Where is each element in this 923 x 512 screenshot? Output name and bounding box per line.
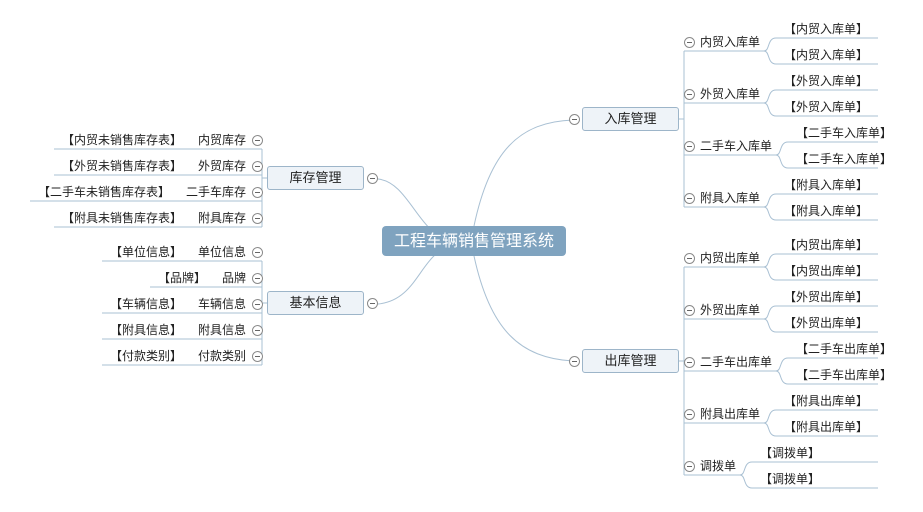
inbound-item-collapse-icon[interactable]	[684, 193, 695, 204]
connector-line	[763, 102, 777, 117]
inventory-leaf[interactable]: 【外贸未销售库存表】	[62, 159, 183, 173]
outbound-item-label[interactable]: 内贸出库单	[700, 251, 761, 265]
root-to-inbound-line	[473, 119, 574, 227]
connector-line	[763, 409, 777, 424]
inventory-item-label[interactable]: 内贸库存	[197, 133, 246, 147]
inbound-collapse-icon[interactable]	[569, 114, 580, 125]
connector-line	[775, 370, 789, 385]
basic-leaf[interactable]: 【付款类别】	[110, 349, 183, 363]
inventory-leaf[interactable]: 【内贸未销售库存表】	[62, 133, 183, 147]
inbound-item-label[interactable]: 外贸入库单	[700, 87, 761, 101]
basic-topic[interactable]: 基本信息	[267, 291, 364, 315]
connector-line	[739, 461, 753, 476]
basic-item-label[interactable]: 品牌	[221, 271, 246, 285]
inventory-item-collapse-icon[interactable]	[252, 213, 263, 224]
inbound-leaf[interactable]: 【二手车入库单】	[796, 152, 893, 166]
outbound-item-label[interactable]: 调拨单	[700, 459, 737, 473]
inbound-leaf[interactable]: 【外贸入库单】	[784, 74, 869, 88]
basic-item-label[interactable]: 付款类别	[197, 349, 246, 363]
outbound-item-collapse-icon[interactable]	[684, 409, 695, 420]
outbound-leaf[interactable]: 【调拨单】	[760, 472, 821, 486]
inventory-item-label[interactable]: 外贸库存	[197, 159, 246, 173]
connector-line	[775, 357, 789, 372]
connector-line	[763, 193, 777, 208]
inbound-leaf[interactable]: 【内贸入库单】	[784, 22, 869, 36]
outbound-topic[interactable]: 出库管理	[582, 349, 679, 373]
inbound-leaf[interactable]: 【内贸入库单】	[784, 48, 869, 62]
inbound-item-label[interactable]: 内贸入库单	[700, 35, 761, 49]
outbound-item-collapse-icon[interactable]	[684, 357, 695, 368]
basic-collapse-icon[interactable]	[367, 298, 378, 309]
connector-line	[775, 141, 789, 156]
outbound-collapse-icon[interactable]	[569, 356, 580, 367]
connector-line	[763, 50, 777, 65]
connector-line	[763, 318, 777, 333]
inventory-item-collapse-icon[interactable]	[252, 135, 263, 146]
inventory-item-label[interactable]: 附具库存	[197, 211, 246, 225]
outbound-leaf[interactable]: 【调拨单】	[760, 446, 821, 460]
basic-item-label[interactable]: 附具信息	[197, 323, 246, 337]
basic-leaf[interactable]: 【车辆信息】	[110, 297, 183, 311]
outbound-item-collapse-icon[interactable]	[684, 253, 695, 264]
connector-line	[775, 154, 789, 169]
outbound-item-collapse-icon[interactable]	[684, 461, 695, 472]
inbound-leaf[interactable]: 【外贸入库单】	[784, 100, 869, 114]
outbound-leaf[interactable]: 【内贸出库单】	[784, 264, 869, 278]
basic-item-collapse-icon[interactable]	[252, 325, 263, 336]
basic-item-collapse-icon[interactable]	[252, 299, 263, 310]
outbound-item-label[interactable]: 外贸出库单	[700, 303, 761, 317]
connector-line	[763, 266, 777, 281]
outbound-leaf[interactable]: 【附具出库单】	[784, 420, 869, 434]
connector-line	[763, 89, 777, 104]
outbound-leaf[interactable]: 【二手车出库单】	[796, 368, 893, 382]
inventory-topic[interactable]: 库存管理	[267, 166, 364, 190]
connector-line	[739, 474, 753, 489]
inventory-item-label[interactable]: 二手车库存	[185, 185, 246, 199]
inbound-item-label[interactable]: 二手车入库单	[700, 139, 773, 153]
inbound-item-collapse-icon[interactable]	[684, 89, 695, 100]
root-to-outbound-line	[473, 255, 574, 362]
basic-item-label[interactable]: 车辆信息	[197, 297, 246, 311]
outbound-leaf[interactable]: 【附具出库单】	[784, 394, 869, 408]
inventory-item-collapse-icon[interactable]	[252, 187, 263, 198]
outbound-leaf[interactable]: 【外贸出库单】	[784, 290, 869, 304]
basic-leaf[interactable]: 【品牌】	[158, 271, 207, 285]
inventory-collapse-icon[interactable]	[367, 173, 378, 184]
inventory-leaf[interactable]: 【附具未销售库存表】	[62, 211, 183, 225]
connector-line	[763, 253, 777, 268]
inbound-leaf[interactable]: 【附具入库单】	[784, 204, 869, 218]
outbound-item-label[interactable]: 二手车出库单	[700, 355, 773, 369]
connector-line	[763, 206, 777, 221]
outbound-item-label[interactable]: 附具出库单	[700, 407, 761, 421]
connector-line	[763, 37, 777, 52]
outbound-leaf[interactable]: 【二手车出库单】	[796, 342, 893, 356]
inbound-item-collapse-icon[interactable]	[684, 37, 695, 48]
connector-line	[763, 422, 777, 437]
basic-leaf[interactable]: 【单位信息】	[110, 245, 183, 259]
inventory-item-collapse-icon[interactable]	[252, 161, 263, 172]
inbound-item-collapse-icon[interactable]	[684, 141, 695, 152]
outbound-item-collapse-icon[interactable]	[684, 305, 695, 316]
inbound-item-label[interactable]: 附具入库单	[700, 191, 761, 205]
basic-item-collapse-icon[interactable]	[252, 351, 263, 362]
basic-item-collapse-icon[interactable]	[252, 247, 263, 258]
basic-leaf[interactable]: 【附具信息】	[110, 323, 183, 337]
basic-item-collapse-icon[interactable]	[252, 273, 263, 284]
connector-line	[763, 305, 777, 320]
inventory-leaf[interactable]: 【二手车未销售库存表】	[38, 185, 171, 199]
outbound-leaf[interactable]: 【外贸出库单】	[784, 316, 869, 330]
inbound-topic[interactable]: 入库管理	[582, 107, 679, 131]
inbound-leaf[interactable]: 【附具入库单】	[784, 178, 869, 192]
inbound-leaf[interactable]: 【二手车入库单】	[796, 126, 893, 140]
outbound-leaf[interactable]: 【内贸出库单】	[784, 238, 869, 252]
root-topic[interactable]: 工程车辆销售管理系统	[382, 226, 566, 256]
basic-item-label[interactable]: 单位信息	[197, 245, 246, 259]
